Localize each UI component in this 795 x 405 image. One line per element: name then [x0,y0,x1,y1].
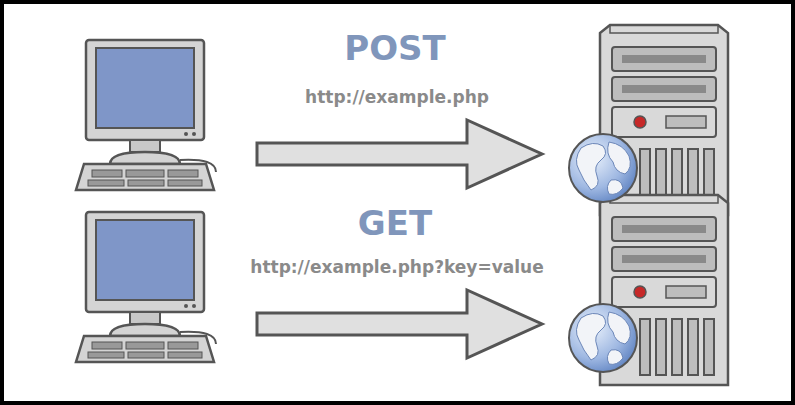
url-label: http://example.php [305,88,489,107]
method-label: GET [358,205,432,242]
method-label: POST [344,30,446,67]
globe-icon [569,134,637,202]
panel [4,4,791,401]
request-arrow [257,290,542,358]
request-arrow [257,120,542,188]
globe-icon [569,304,637,372]
computer-icon [76,40,216,190]
computer-icon [76,212,216,362]
url-label: http://example.php?key=value [250,258,543,277]
